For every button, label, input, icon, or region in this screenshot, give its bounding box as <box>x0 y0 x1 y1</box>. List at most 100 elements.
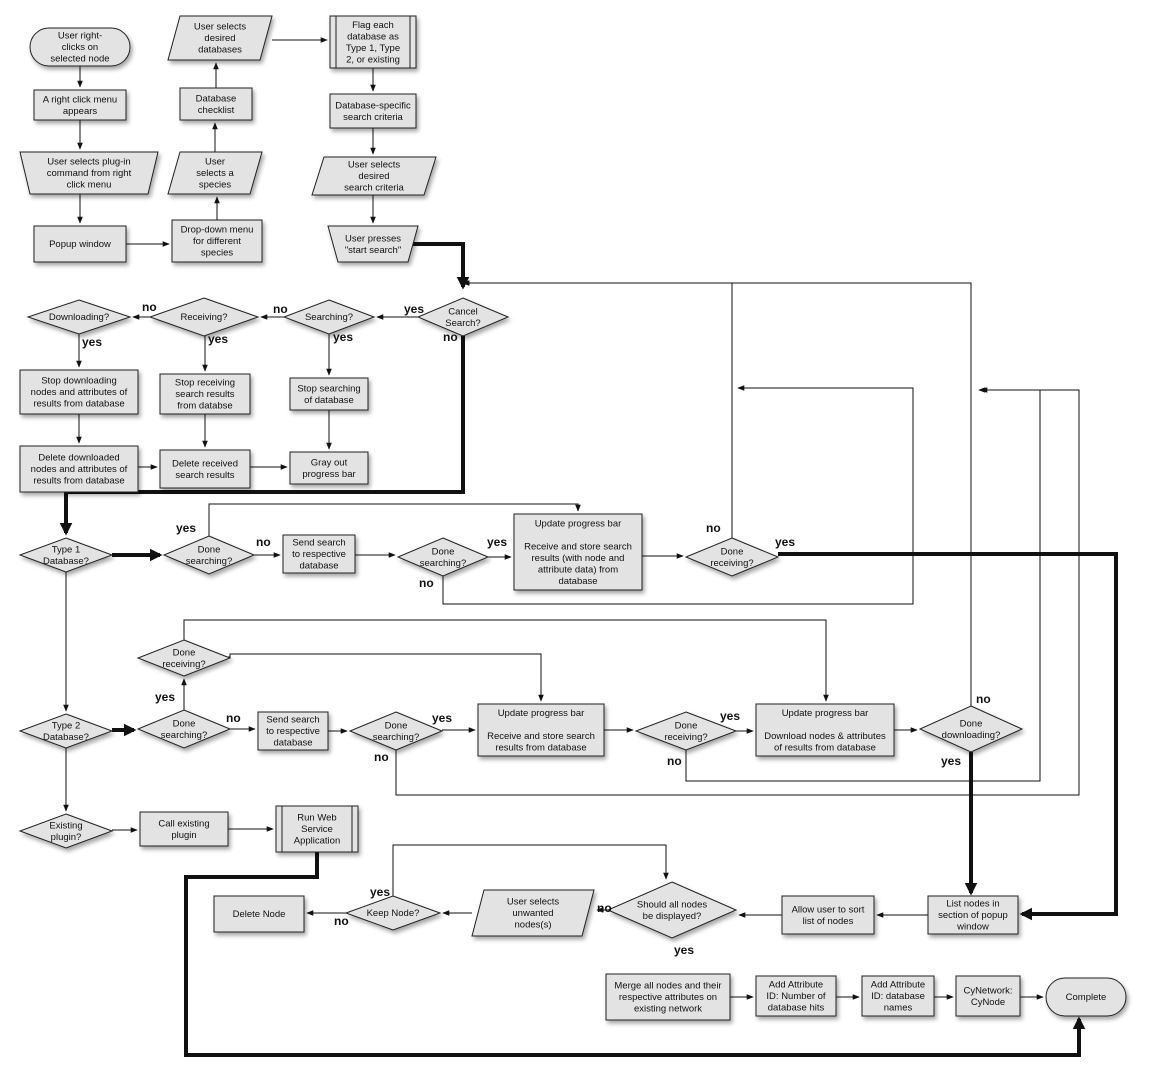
terminal-shape <box>29 27 131 67</box>
rect-shape <box>605 973 731 1021</box>
diamond-shape <box>136 639 232 677</box>
node-text-line: User selects <box>194 22 247 33</box>
node-text-line: ID: database <box>871 991 925 1002</box>
node-text-line: Done <box>173 718 196 729</box>
node-text-line: Database? <box>43 556 89 567</box>
node-text-line: Receive and store search <box>524 541 632 552</box>
node-text-line: be displayed? <box>643 911 702 922</box>
node-text-line: Database? <box>43 732 89 743</box>
node-text-line: checklist <box>198 105 235 116</box>
diamond-shape <box>344 895 442 931</box>
node-text-line: of results from database <box>774 742 876 753</box>
node-text-line: nodes(s) <box>515 920 552 931</box>
diamond-shape <box>396 537 490 577</box>
flow-node-n4: Popup window <box>33 225 127 263</box>
flow-node-d_keep: Keep Node? <box>344 895 442 931</box>
bold-connector-arrow-62 <box>184 852 1086 1057</box>
rect-shape <box>179 87 253 121</box>
node-text-line: Searching? <box>305 312 353 323</box>
diamond-shape <box>26 299 132 335</box>
node-text-line: Popup window <box>49 239 111 250</box>
rect-shape <box>213 895 305 933</box>
node-text-line: Done <box>198 544 221 555</box>
connector-arrow-36 <box>395 387 1080 796</box>
node-text-line: species <box>199 180 231 191</box>
node-text-line: from databse <box>177 401 232 412</box>
connector-arrow-51 <box>392 844 669 896</box>
node-text-line: database hits <box>768 1003 825 1014</box>
branch-label-yes: yes <box>487 535 507 549</box>
node-text-line: Type 2 <box>52 720 81 731</box>
branch-label-no: no <box>374 750 389 764</box>
node-text-line: nodes and attributes of <box>31 387 128 398</box>
rect-shape <box>755 975 837 1017</box>
node-text-line: Done <box>721 546 744 557</box>
branch-label-no: no <box>976 692 991 706</box>
node-text-line: unwanted <box>512 908 553 919</box>
node-text-line: nodes and attributes of <box>31 464 128 475</box>
node-text-line: search criteria <box>344 183 404 194</box>
node-text-line: receiving? <box>710 558 753 569</box>
node-text-line: receiving? <box>664 732 707 743</box>
node-text-line: desired <box>358 171 389 182</box>
node-text-line: to respective <box>266 726 320 737</box>
flow-node-d_downloading: Downloading? <box>26 299 132 335</box>
rect-shape <box>955 975 1021 1017</box>
node-text-line: Delete received <box>172 458 238 469</box>
node-text-line: respective attributes on <box>619 992 717 1003</box>
branch-label-yes: yes <box>82 335 102 349</box>
branch-label-yes: yes <box>674 943 694 957</box>
node-text-line: Delete downloaded <box>38 453 119 464</box>
node-text-line: User selects <box>507 897 560 908</box>
diamond-shape <box>634 711 738 751</box>
connector-arrow-23 <box>208 503 581 536</box>
node-text-line: results from database <box>33 399 124 410</box>
node-text-line: Merge all nodes and their <box>614 981 721 992</box>
branch-label-yes: yes <box>155 690 175 704</box>
node-text-line: Application <box>294 836 340 847</box>
node-text-line: search results <box>175 470 234 481</box>
node-text-line: database <box>273 738 312 749</box>
rect-shape <box>159 449 251 489</box>
parallelogram-shape <box>311 156 437 196</box>
rect-shape <box>19 369 139 415</box>
flow-node-d_receiving: Receiving? <box>148 297 260 337</box>
node-text-line: results (with node and <box>532 553 625 564</box>
node-text-line: User selects <box>348 160 401 171</box>
branch-label-yes: yes <box>941 754 961 768</box>
node-text-line: Database-specific <box>335 100 411 111</box>
node-text-line: Run Web <box>297 813 336 824</box>
rect-shape <box>289 451 369 485</box>
node-text-line: Service <box>301 824 333 835</box>
rect-shape <box>289 377 369 411</box>
node-text-line: Keep Node? <box>367 908 420 919</box>
trapezoid-shape <box>327 225 419 263</box>
node-text-line: Add Attribute <box>871 980 925 991</box>
node-text-line: plugin? <box>51 832 82 843</box>
node-text-line: A right click menu <box>43 94 117 105</box>
terminal-shape <box>1045 977 1127 1017</box>
diamond-shape <box>162 535 256 575</box>
